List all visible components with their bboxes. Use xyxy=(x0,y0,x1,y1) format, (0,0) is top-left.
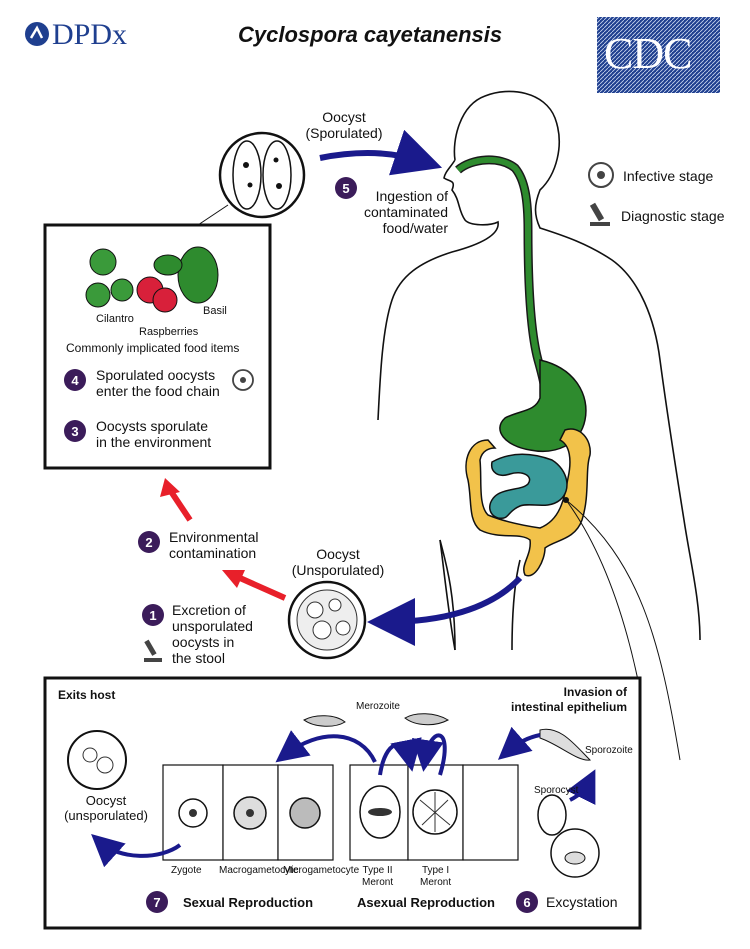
arrow-invasion xyxy=(497,726,541,760)
sporocyst-label: Sporocyst xyxy=(534,785,579,796)
microgametocyte-label: Microgametocyte xyxy=(283,865,360,876)
merozoite-image xyxy=(303,715,346,727)
oocyst-sporulated-label: Oocyst(Sporulated) xyxy=(305,109,383,141)
macrogametocyte-image xyxy=(233,796,267,830)
bottom-oocyst-label: Oocyst(unsporulated) xyxy=(64,793,148,823)
exits-host-oocyst-image xyxy=(67,730,127,790)
basil-image xyxy=(153,246,219,304)
arrow-type2-loop xyxy=(378,737,422,776)
cdc-logo-text: CDC xyxy=(604,29,692,78)
step-5-badge: 5 xyxy=(335,177,357,199)
excystation-label: Excystation xyxy=(546,894,618,910)
dpdx-logo-text: DPDx xyxy=(52,18,128,51)
epithelial-cells xyxy=(162,764,519,861)
microgametocyte-image xyxy=(289,797,321,829)
zoom-line xyxy=(565,499,681,761)
step-1-badge: 1 xyxy=(142,604,164,626)
stomach xyxy=(499,359,587,452)
arrow-to-sexual xyxy=(275,730,377,763)
arrow-to-environment xyxy=(238,575,287,601)
excysting-oocyst-image xyxy=(550,828,600,878)
arrow-sporozoite xyxy=(566,769,596,806)
food-caption: Commonly implicated food items xyxy=(66,341,240,355)
dpdx-logo-mark xyxy=(25,22,49,46)
legend-diagnostic: Diagnostic stage xyxy=(621,208,725,224)
sporocyst-image xyxy=(537,794,567,836)
large-intestine xyxy=(465,428,591,577)
esophagus xyxy=(455,155,551,412)
step-7-badge: 7 xyxy=(146,891,168,913)
oocyst-sporulated-image xyxy=(218,131,306,219)
arrow-type1-loop xyxy=(412,733,447,776)
microscope-icon xyxy=(589,202,610,226)
oocyst-unsporulated-image xyxy=(287,580,367,660)
asexual-reproduction-label: Asexual Reproduction xyxy=(357,895,495,910)
step-4-badge: 4 xyxy=(64,369,86,391)
basil-label: Basil xyxy=(203,305,227,317)
step-6-badge: 6 xyxy=(516,891,538,913)
type1-meront-image xyxy=(412,789,458,835)
microscope-icon xyxy=(144,639,162,662)
cilantro-label: Cilantro xyxy=(96,313,134,325)
arrow-ingestion xyxy=(319,129,443,176)
cdc-logo xyxy=(597,17,720,93)
sporozoite-image xyxy=(539,728,592,761)
merozoite-image xyxy=(404,713,450,726)
arrow-excretion xyxy=(367,575,523,646)
raspberries-label: Raspberries xyxy=(139,326,199,338)
oocyst-unsporulated-label: Oocyst(Unsporulated) xyxy=(291,546,385,578)
sporozoite-label: Sporozoite xyxy=(585,745,633,756)
zygote-label: Zygote xyxy=(171,865,202,876)
cilantro-image xyxy=(85,248,134,308)
raspberries-image xyxy=(136,276,178,313)
exits-host-label: Exits host xyxy=(58,688,116,702)
page-title: Cyclospora cayetanensis xyxy=(238,22,503,47)
biohazard-icon xyxy=(232,369,254,391)
sexual-reproduction-label: Sexual Reproduction xyxy=(183,895,314,910)
type2-meront-image xyxy=(359,785,401,839)
step-3-badge: 3 xyxy=(64,420,86,442)
small-intestine xyxy=(489,453,568,520)
step-2-badge: 2 xyxy=(138,531,160,553)
biohazard-icon xyxy=(588,162,614,188)
zygote-image xyxy=(178,798,208,828)
arrow-to-food xyxy=(167,488,193,522)
macrogametocyte-label: Macrogametocyte xyxy=(219,865,299,876)
arrow-exits xyxy=(91,833,182,868)
human-silhouette xyxy=(377,90,701,651)
legend-infective: Infective stage xyxy=(623,168,714,184)
merozoite-label: Merozoite xyxy=(356,701,400,712)
